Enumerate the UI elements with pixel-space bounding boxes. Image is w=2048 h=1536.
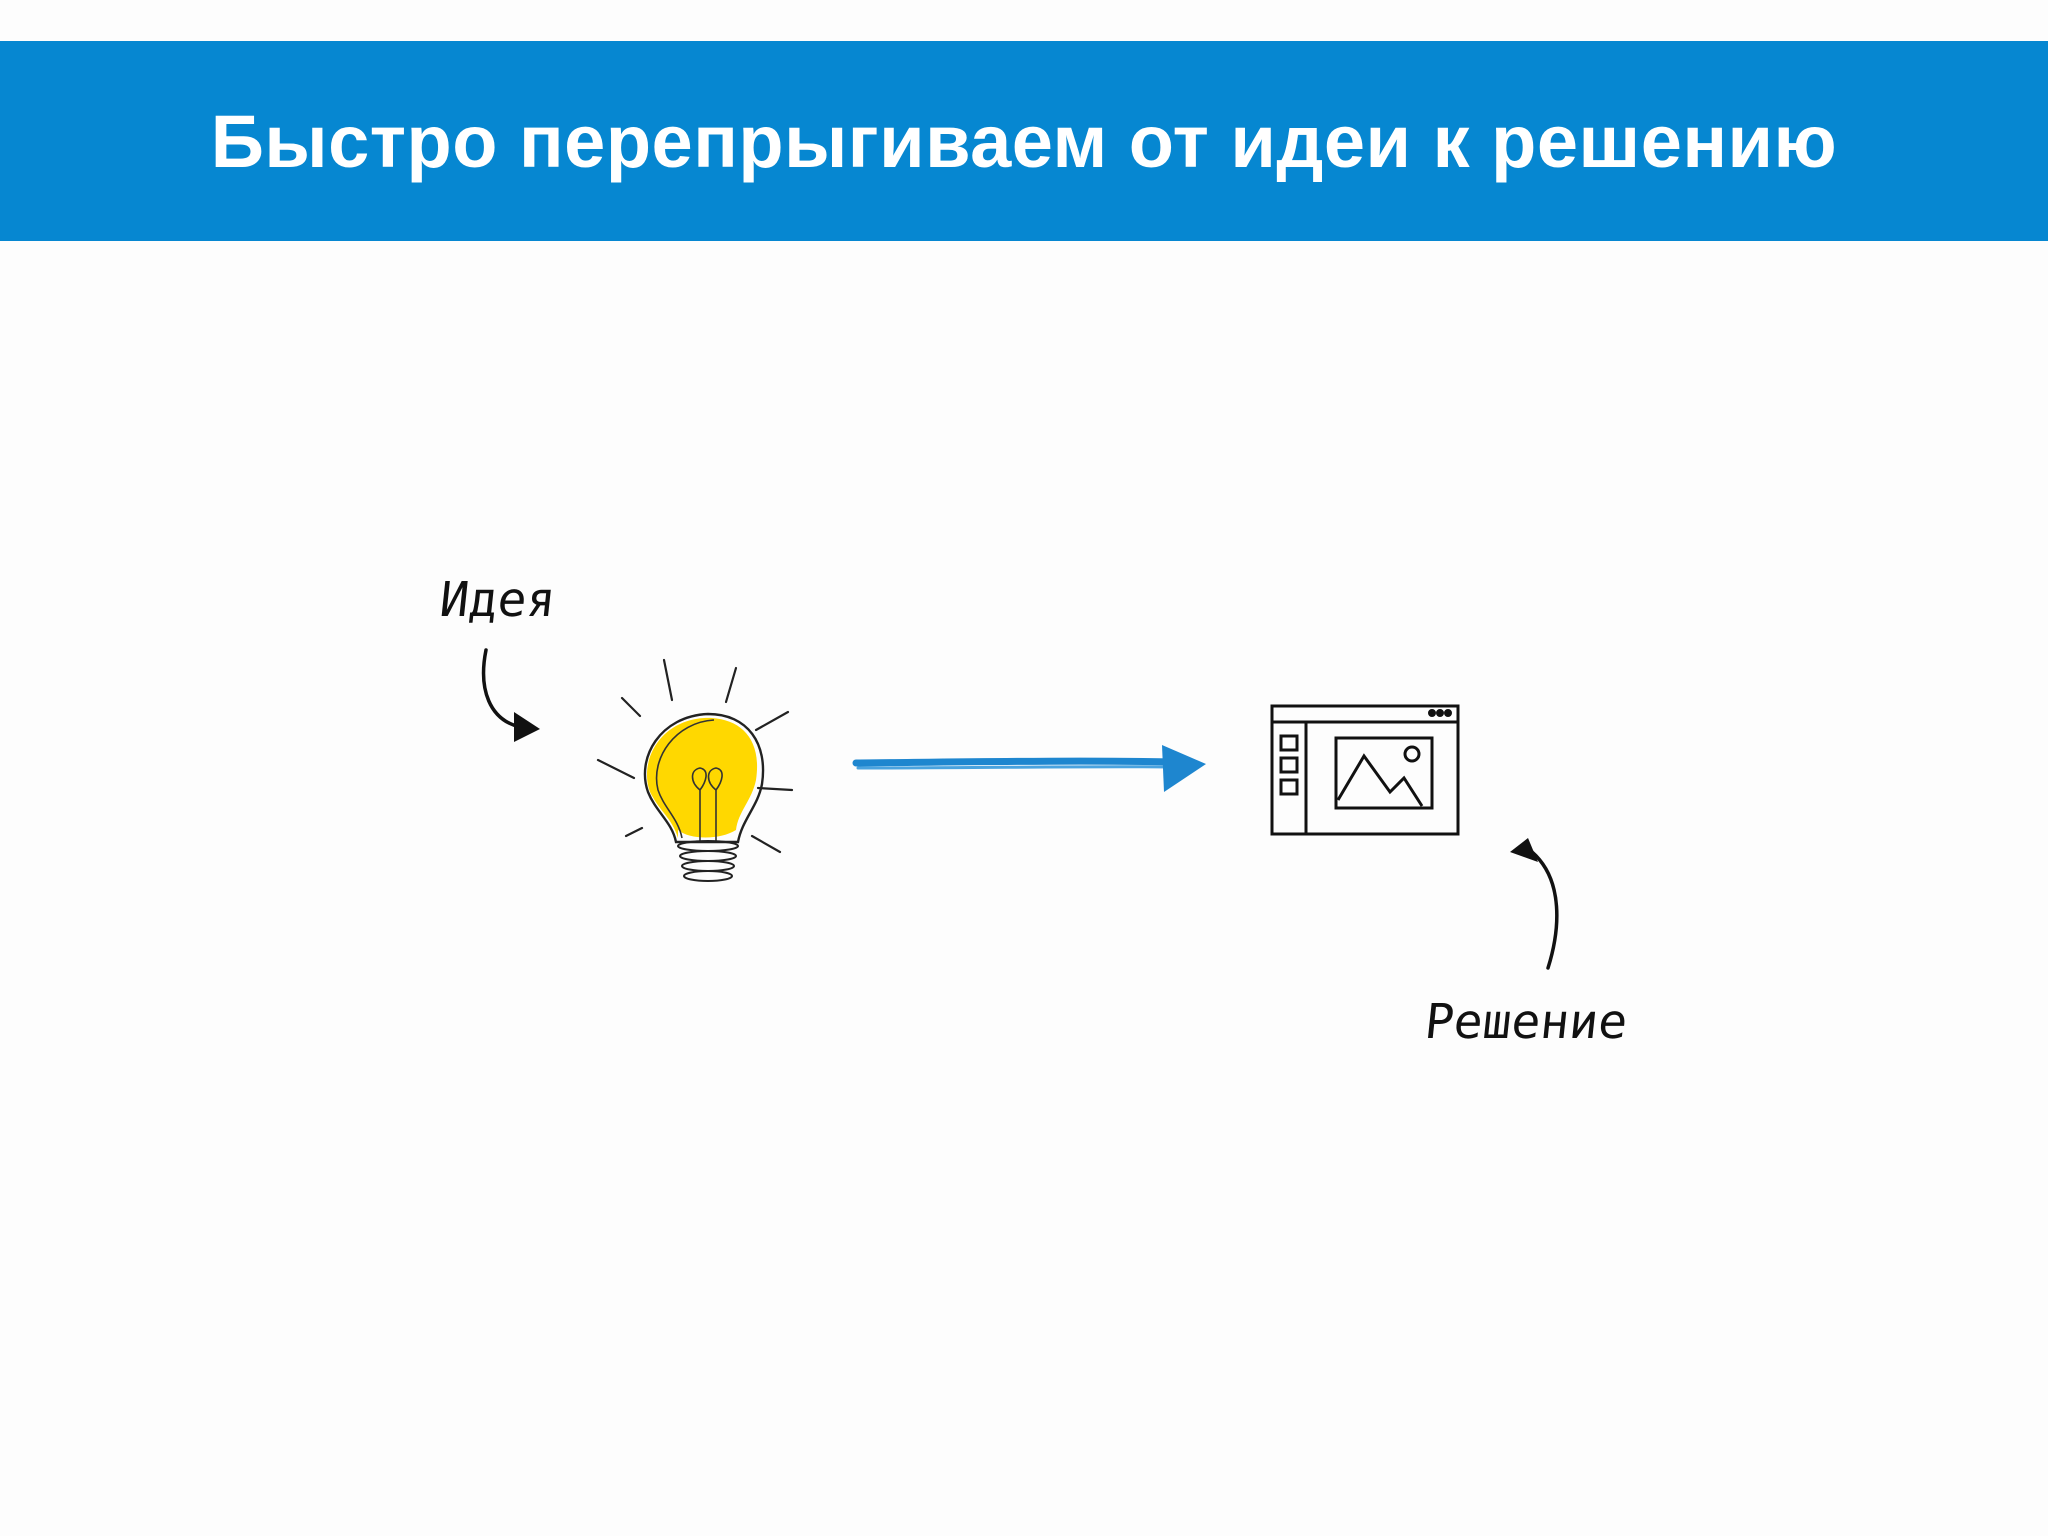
browser-window-icon [1270, 704, 1460, 836]
slide-title: Быстро перепрыгиваем от идеи к решению [210, 99, 1838, 183]
lightbulb-icon [596, 658, 794, 882]
solution-pointer-arrow [1510, 838, 1559, 970]
idea-pointer-arrow [481, 648, 540, 742]
title-bar: Быстро перепрыгиваем от идеи к решению [0, 41, 2048, 241]
idea-to-solution-arrow [852, 745, 1206, 792]
